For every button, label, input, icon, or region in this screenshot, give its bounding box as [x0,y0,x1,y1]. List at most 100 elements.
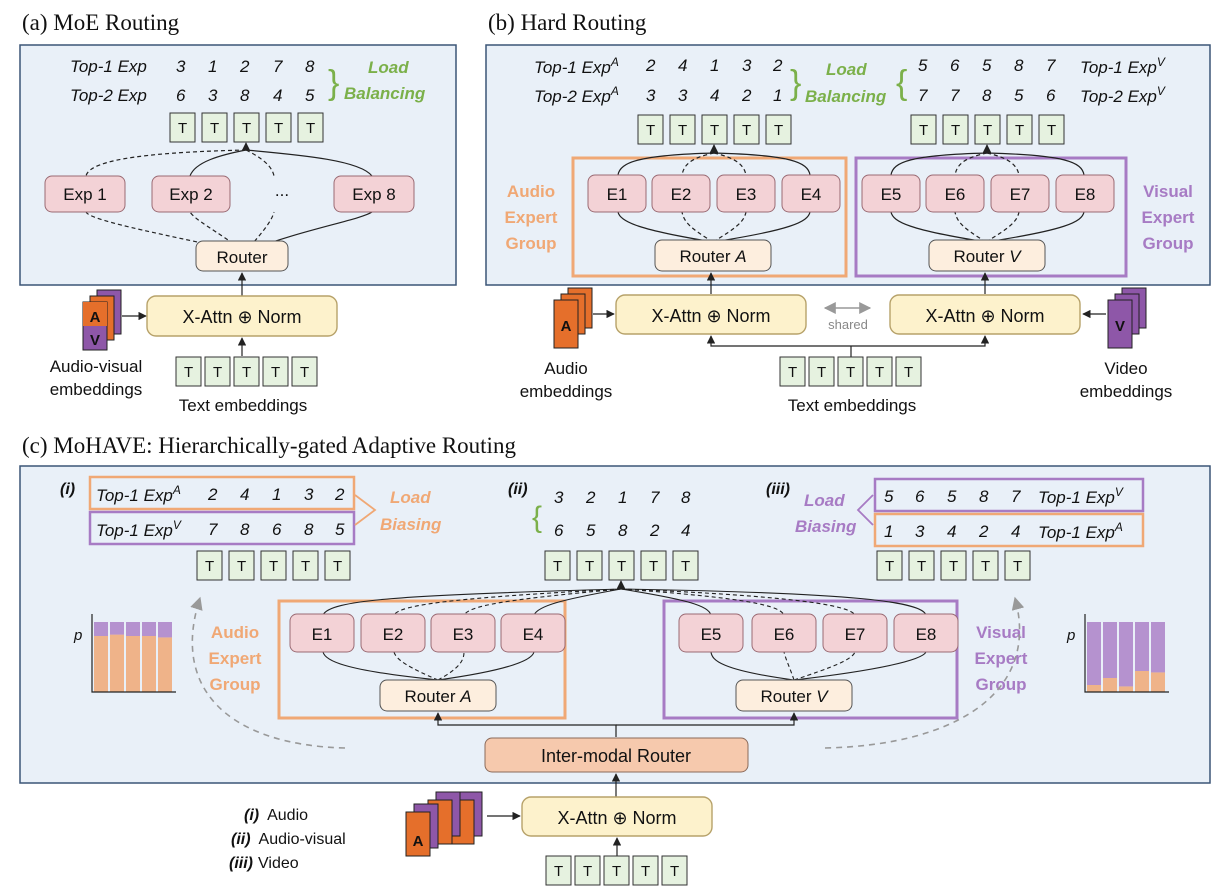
chart0-bar-2-seg-0 [126,636,140,692]
b-balancing-label: Balancing [805,87,887,106]
c-i-v-v0: 7 [208,520,218,539]
c-i-load-label: Load [390,488,431,507]
c-expert-e7: E7 [845,625,866,644]
panel-b: (b) Hard Routing Top-1 ExpA Top-2 ExpA 2… [485,10,1211,415]
c-ii-r2-v1: 5 [586,521,596,540]
chart1-bar-4-seg-1 [1151,622,1165,673]
c-experts-v: E5 E6 E7 E8 [678,613,959,653]
chart0-bar-1-seg-0 [110,634,124,692]
c-iii-token-row: T T T T T [876,550,1031,581]
chart1-bar-2-seg-1 [1119,622,1133,687]
c-audio-prob-chart [91,614,176,693]
c-iii-top1a-label: Top-1 ExpA [1038,520,1123,542]
a-text-emb-label: Text embeddings [179,396,308,415]
b-audio-emb-2: embeddings [520,382,613,401]
c-i-marker: (i) [60,481,75,498]
b-v-top2-values: 7 7 8 5 6 [918,86,1056,105]
chart0-bar-3-seg-0 [142,636,156,692]
a-text-token-0: T [184,364,193,381]
c-iii-biasing-label: Biasing [795,517,857,536]
c-iii-a-v3: 2 [978,522,989,541]
b-visual-group-box [854,156,1128,278]
b-expert-e4: E4 [801,185,822,204]
b-text-token-3: T [875,364,884,381]
b-router-a [654,239,772,272]
panel-c: (c) MoHAVE: Hierarchically-gated Adaptiv… [19,433,1211,886]
b-a-top2-label: Top-2 ExpA [534,84,619,106]
a-top2-v1: 3 [208,86,218,105]
c-i-v-v3: 8 [304,520,314,539]
c-iii-v-v3: 8 [979,487,989,506]
chart0-axes [91,614,176,693]
c-norm-label: X-Attn ⊕ Norm [557,808,676,828]
c-iii-v-v1: 6 [915,487,925,506]
c-iii-a-v2: 4 [947,522,956,541]
c-legend-i: (i)Audio [244,807,308,824]
b-a-top2-v2: 4 [710,86,719,105]
chart0-bar-1-seg-1 [110,622,124,635]
c-text-token-1: T [583,863,592,880]
c-i-a-v2: 1 [272,485,281,504]
c-ii-token-2: T [617,558,626,575]
c-ii-r2-v3: 2 [649,521,660,540]
c-i-a-v0: 2 [207,485,218,504]
c-iii-token-3: T [981,558,990,575]
b-token-v-4: T [1047,122,1056,139]
c-visual-group-2: Expert [975,649,1028,668]
b-v-top2-v0: 7 [918,86,928,105]
a-norm [146,295,338,337]
b-video-embedding-icon: V [1107,287,1147,349]
b-a-top2-v1: 3 [678,86,688,105]
b-v-top1-v0: 5 [918,56,928,75]
c-i-visual-box [88,510,356,546]
b-a-top2-values: 3 3 4 2 1 [646,86,782,105]
b-a-top1-v1: 4 [678,56,687,75]
a-text-token-2: T [242,364,251,381]
a-expert-2: Exp 2 [169,185,212,204]
chart1-bar-1-seg-0 [1103,678,1117,692]
c-i-token-2: T [269,558,278,575]
a-router-label: Router [216,248,267,267]
c-ii-r1-v3: 7 [650,488,660,507]
c-chart1-ylabel: p [1066,627,1075,644]
b-video-emb-1: Video [1104,359,1147,378]
c-audio-group-box [277,599,567,720]
c-inter-modal-router [484,737,749,773]
b-v-top2-label: Top-2 ExpV [1080,84,1166,106]
b-video-emb-2: embeddings [1080,382,1173,401]
chart1-bar-0-seg-0 [1087,685,1101,692]
b-token-a-4: T [774,122,783,139]
b-audio-group-2: Expert [505,208,558,227]
panel-a-title: (a) MoE Routing [22,10,180,35]
c-iii-token-0: T [885,558,894,575]
c-router-v [735,679,853,712]
b-brace-left: { [896,64,907,102]
c-iii-audio-box [873,512,1145,548]
chart1-bar-1-seg-1 [1103,622,1117,678]
b-v-top2-v3: 5 [1014,86,1024,105]
b-expert-e6: E6 [945,185,966,204]
chart0-bar-0-seg-1 [94,622,108,636]
c-ii-brace: { [532,501,542,534]
c-inter-modal-router-label: Inter-modal Router [541,746,691,766]
a-router [195,240,289,272]
b-v-top1-v1: 6 [950,56,960,75]
b-audio-group-label: Audio Expert Group [505,182,558,253]
a-text-token-4: T [300,364,309,381]
c-audio-group-2: Expert [209,649,262,668]
a-norm-label: X-Attn ⊕ Norm [182,307,301,327]
b-v-top2-v4: 6 [1046,86,1056,105]
b-token-v-3: T [1015,122,1024,139]
a-expert-ellipsis: ... [275,181,289,200]
chart1-bar-4-seg-0 [1151,672,1165,692]
b-expert-e8: E8 [1075,185,1096,204]
c-router-v-label: Router V [760,687,829,706]
b-norm-a [615,294,807,335]
c-legend-iii: (iii)Video [229,855,299,872]
a-token-row: T T T T T [169,112,324,143]
b-token-row-a: T T T T T [637,114,792,145]
b-a-top1-v0: 2 [645,56,656,75]
b-router-v [928,239,1046,272]
c-iii-v-v2: 5 [947,487,957,506]
b-brace-right: } [790,64,801,102]
